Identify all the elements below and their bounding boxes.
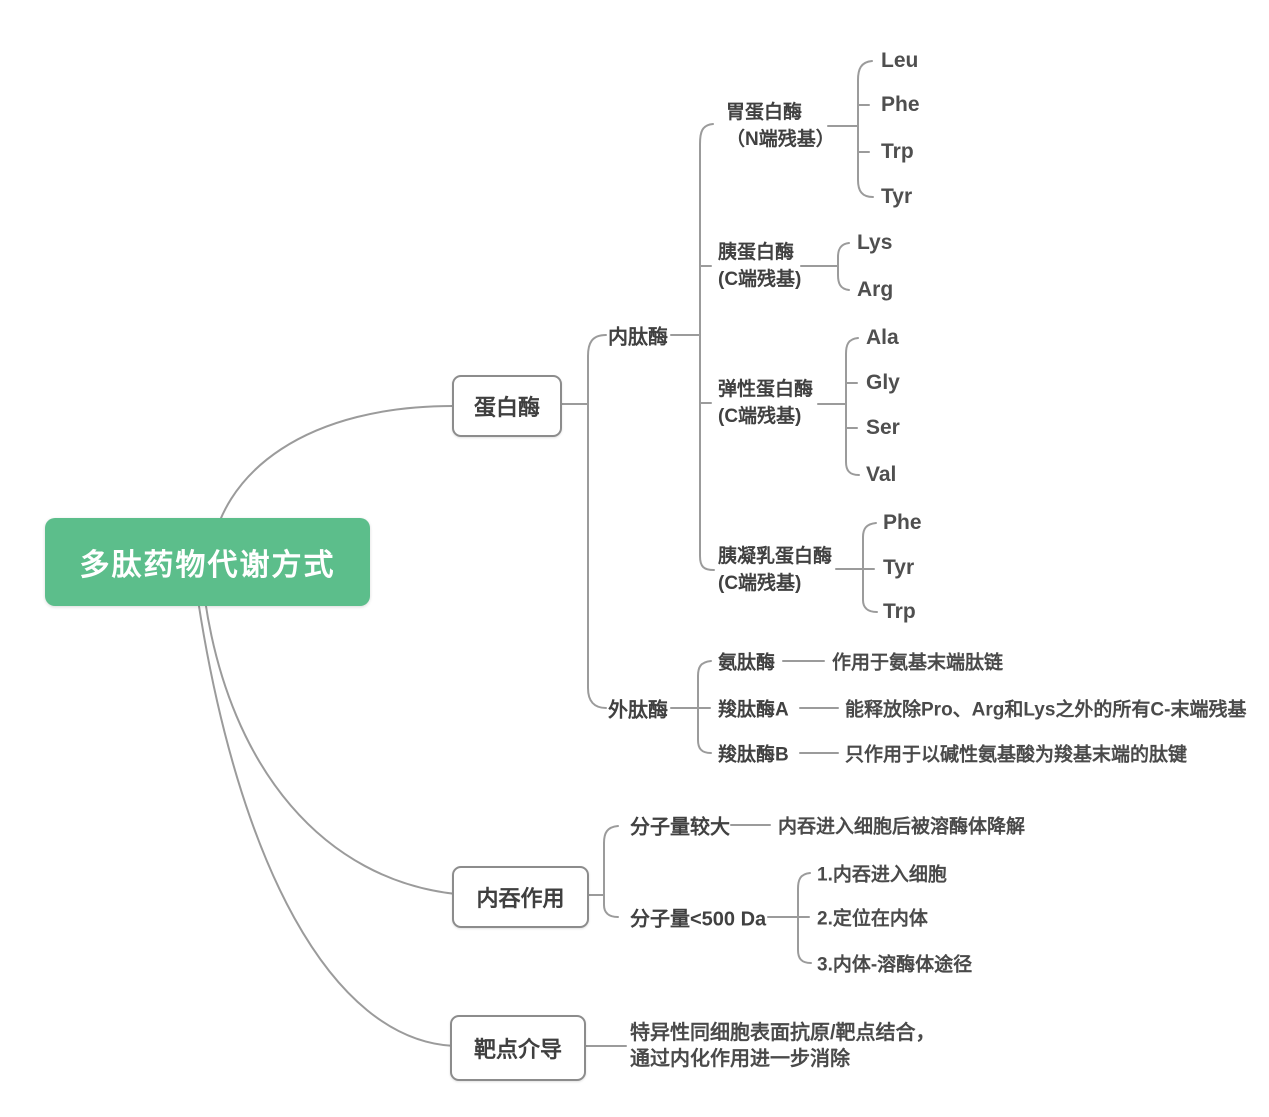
chymotrypsin-site: (C端残基) (718, 573, 802, 594)
leaf-step-2[interactable]: 2.定位在内体 (817, 908, 928, 930)
edge-root-endocytosis (204, 599, 457, 895)
leaf-elastase-ala[interactable]: Ala (866, 326, 899, 349)
leaf-trypsin-arg[interactable]: Arg (857, 278, 894, 301)
leaf-step-1[interactable]: 1.内吞进入细胞 (817, 864, 947, 886)
desc-carboxypeptidase-a: 能释放除Pro、Arg和Lys之外的所有C-末端残基 (845, 699, 1247, 721)
node-endocytosis[interactable]: 内吞作用 (452, 866, 589, 928)
leaf-chymotrypsin-trp[interactable]: Trp (883, 600, 916, 623)
edge-root-target (197, 599, 455, 1047)
brace-elastase (845, 337, 860, 476)
root-node[interactable]: 多肽药物代谢方式 (45, 518, 370, 606)
node-chymotrypsin[interactable]: 胰凝乳蛋白酶 (C端残基) (718, 543, 832, 597)
node-mw-large[interactable]: 分子量较大 (630, 816, 730, 839)
node-carboxypeptidase-a[interactable]: 羧肽酶A (718, 699, 789, 721)
desc-carboxypeptidase-b: 只作用于以碱性氨基酸为羧基末端的肽键 (845, 744, 1188, 766)
node-target-mediated[interactable]: 靶点介导 (450, 1015, 586, 1081)
desc-target-mediated: 特异性同细胞表面抗原/靶点结合， 通过内化作用进一步消除 (630, 1020, 936, 1072)
leaf-pepsin-tyr[interactable]: Tyr (881, 185, 913, 208)
node-trypsin[interactable]: 胰蛋白酶 (C端残基) (718, 239, 801, 293)
desc-aminopeptidase: 作用于氨基末端肽链 (832, 652, 1004, 674)
node-elastase[interactable]: 弹性蛋白酶 (C端残基) (718, 376, 813, 430)
elastase-name: 弹性蛋白酶 (718, 379, 814, 400)
trypsin-site: (C端残基) (718, 269, 802, 290)
node-endopeptidase[interactable]: 内肽酶 (608, 326, 668, 349)
leaf-pepsin-leu[interactable]: Leu (881, 49, 919, 72)
brace-steps (797, 872, 812, 964)
brace-endocytosis (603, 825, 619, 918)
node-exopeptidase[interactable]: 外肽酶 (608, 699, 668, 722)
leaf-elastase-gly[interactable]: Gly (866, 371, 900, 394)
brace-endopeptidase (699, 123, 715, 571)
leaf-pepsin-trp[interactable]: Trp (881, 140, 914, 163)
brace-protease (587, 334, 607, 709)
leaf-elastase-val[interactable]: Val (866, 463, 897, 486)
leaf-pepsin-phe[interactable]: Phe (881, 93, 920, 116)
node-pepsin[interactable]: 胃蛋白酶 （N端残基） (726, 99, 835, 153)
brace-trypsin (837, 242, 850, 291)
brace-pepsin (857, 60, 874, 198)
pepsin-site: （N端残基） (726, 129, 835, 150)
brace-chymotrypsin (862, 522, 878, 613)
node-carboxypeptidase-b[interactable]: 羧肽酶B (718, 744, 789, 766)
target-desc-line1: 特异性同细胞表面抗原/靶点结合， (630, 1022, 936, 1044)
elastase-site: (C端残基) (718, 406, 802, 427)
leaf-chymotrypsin-tyr[interactable]: Tyr (883, 556, 915, 579)
chymotrypsin-name: 胰凝乳蛋白酶 (718, 546, 833, 567)
desc-mw-large: 内吞进入细胞后被溶酶体降解 (778, 816, 1026, 838)
leaf-trypsin-lys[interactable]: Lys (857, 231, 893, 254)
node-mw-small[interactable]: 分子量<500 Da (630, 908, 767, 931)
pepsin-name: 胃蛋白酶 (726, 102, 803, 123)
node-aminopeptidase[interactable]: 氨肽酶 (718, 652, 776, 674)
leaf-elastase-ser[interactable]: Ser (866, 416, 900, 439)
leaf-chymotrypsin-phe[interactable]: Phe (883, 511, 922, 534)
trypsin-name: 胰蛋白酶 (718, 242, 795, 263)
node-protease[interactable]: 蛋白酶 (452, 375, 562, 437)
leaf-step-3[interactable]: 3.内体-溶酶体途径 (817, 954, 973, 976)
target-desc-line2: 通过内化作用进一步消除 (630, 1048, 850, 1070)
